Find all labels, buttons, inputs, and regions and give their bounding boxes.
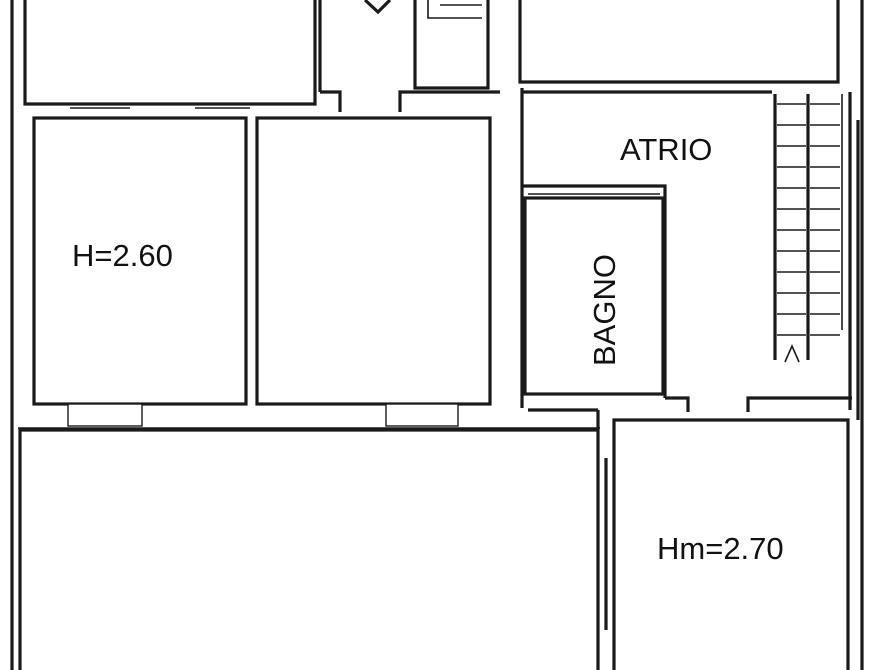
windows-bottom-left [18,403,600,429]
lower-walls [528,396,852,670]
room-middle [255,116,492,406]
atrio-label: ATRIO [620,132,712,167]
room-bottom-left [18,428,598,670]
stair-arrow-icon [784,344,800,363]
corridor-top [318,0,500,112]
height-label-right: Hm=2.70 [657,531,784,566]
room-top-left [23,0,317,109]
height-label-left: H=2.60 [72,238,173,273]
staircase [773,94,843,363]
atrio-room [520,88,852,410]
bagno-room [523,196,665,396]
bagno-label: BAGNO [587,254,622,366]
outer-walls [10,0,864,670]
room-top-right [518,0,840,84]
room-bottom-right [612,418,850,670]
